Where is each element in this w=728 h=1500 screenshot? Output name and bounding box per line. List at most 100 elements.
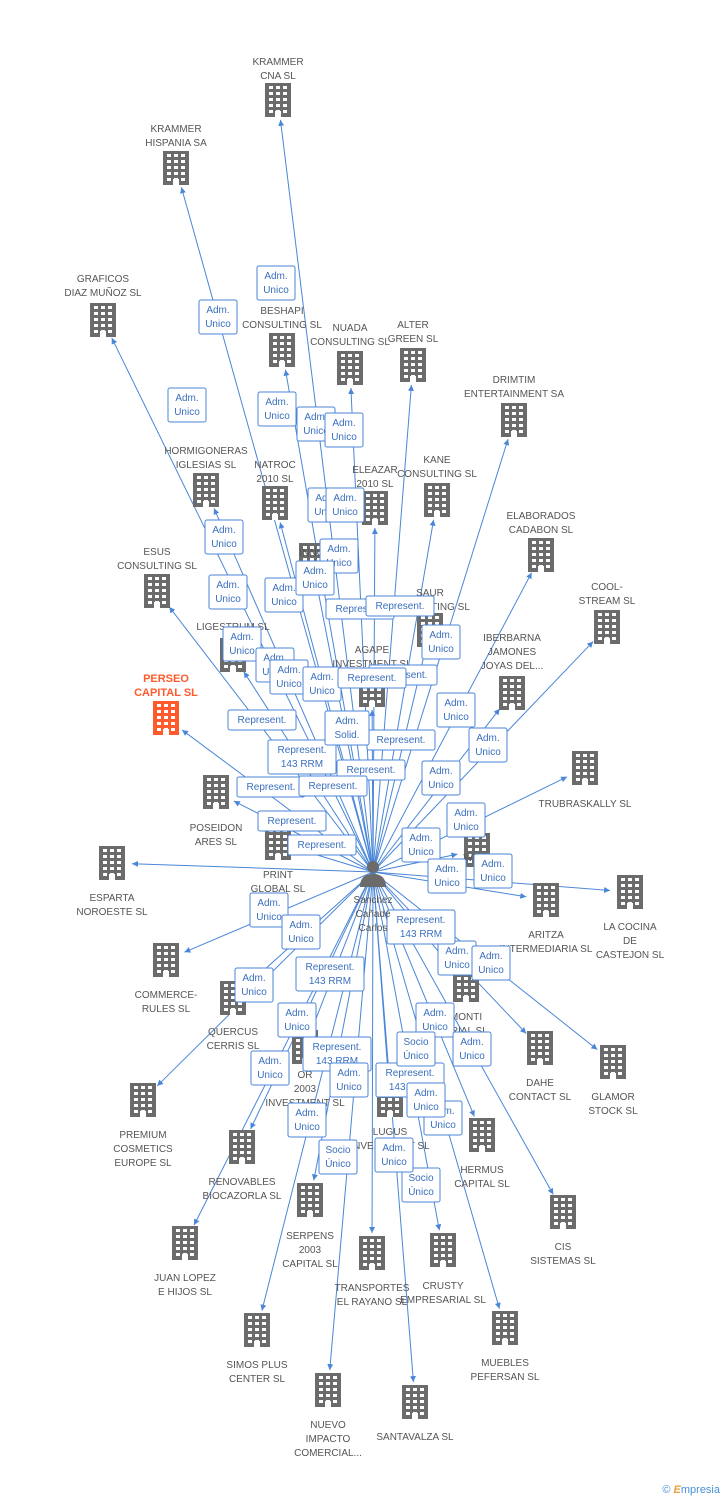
- edge-label[interactable]: Adm.Unico: [324, 412, 364, 448]
- company-icon-beshapi[interactable]: [269, 333, 295, 367]
- edge-label[interactable]: Adm.Unico: [468, 727, 508, 763]
- edge-label[interactable]: Represent.: [337, 667, 407, 689]
- company-icon-natroc[interactable]: [262, 486, 288, 520]
- edge-label[interactable]: Adm.Unico: [234, 967, 274, 1003]
- company-icon-cis[interactable]: [550, 1195, 576, 1229]
- company-icon-alter[interactable]: [400, 348, 426, 382]
- edge-label[interactable]: Adm.Unico: [204, 519, 244, 555]
- edge-label[interactable]: Represent.: [366, 729, 436, 751]
- company-icon-juanlopez[interactable]: [172, 1226, 198, 1260]
- company-icon-coolstream[interactable]: [594, 610, 620, 644]
- edge-label[interactable]: Adm.Unico: [473, 853, 513, 889]
- company-icon-lacocina[interactable]: [617, 875, 643, 909]
- edge-label[interactable]: Adm.Unico: [421, 624, 461, 660]
- edge-label[interactable]: Adm.Unico: [401, 827, 441, 863]
- company-icon-commerce[interactable]: [153, 943, 179, 977]
- edge-label[interactable]: Represent.143 RRM: [386, 909, 456, 945]
- edge-label[interactable]: Adm.Unico: [452, 1031, 492, 1067]
- company-icon-dahe[interactable]: [527, 1031, 553, 1065]
- company-label-coolstream[interactable]: COOL-STREAM SL: [579, 582, 636, 607]
- edge-label[interactable]: Represent.: [365, 595, 435, 617]
- edge-label[interactable]: Adm.Unico: [302, 666, 342, 702]
- company-icon-elaborados[interactable]: [528, 538, 554, 572]
- edge-label[interactable]: Adm.Unico: [256, 265, 296, 301]
- company-icon-transportes[interactable]: [359, 1236, 385, 1270]
- company-icon-serpens[interactable]: [297, 1183, 323, 1217]
- company-icon-premium[interactable]: [130, 1083, 156, 1117]
- edge-label[interactable]: Adm.Unico: [257, 391, 297, 427]
- edge-label[interactable]: Adm.Unico: [436, 692, 476, 728]
- edge-label[interactable]: Adm.Unico: [295, 560, 335, 596]
- company-icon-renovables[interactable]: [229, 1130, 255, 1164]
- edge-label[interactable]: Represent.: [336, 759, 406, 781]
- edge-label[interactable]: Adm.Unico: [198, 299, 238, 335]
- company-icon-perseo[interactable]: [153, 701, 179, 735]
- company-icon-santavalza[interactable]: [402, 1385, 428, 1419]
- company-label-santavalza[interactable]: SANTAVALZA SL: [376, 1432, 454, 1443]
- edge-label[interactable]: Adm.Solid.: [324, 710, 370, 746]
- edge-label[interactable]: Adm.Unico: [167, 387, 207, 423]
- edge-label[interactable]: Adm.Unico: [406, 1082, 446, 1118]
- edge-label[interactable]: Adm.Unico: [277, 1002, 317, 1038]
- company-icon-drimtim[interactable]: [501, 403, 527, 437]
- edge-label[interactable]: Adm.Unico: [208, 574, 248, 610]
- company-icon-krammer-cna[interactable]: [265, 83, 291, 117]
- edge-label[interactable]: Adm.Unico: [287, 1102, 327, 1138]
- edge-label[interactable]: Adm.Unico: [249, 892, 289, 928]
- company-icon-glamor[interactable]: [600, 1045, 626, 1079]
- company-icon-esparta[interactable]: [99, 846, 125, 880]
- company-icon-hermus[interactable]: [469, 1118, 495, 1152]
- company-icon-nuevo[interactable]: [315, 1373, 341, 1407]
- edge-label[interactable]: Adm.Unico: [222, 626, 262, 662]
- company-icon-poseidon[interactable]: [203, 775, 229, 809]
- company-icon-simos[interactable]: [244, 1313, 270, 1347]
- company-icon-iberbarna[interactable]: [499, 676, 525, 710]
- edge-label[interactable]: Adm.Unico: [325, 487, 365, 523]
- company-icon-eleazar[interactable]: [362, 491, 388, 525]
- edge-label[interactable]: Represent.: [236, 776, 306, 798]
- edge-label[interactable]: Represent.: [298, 775, 368, 797]
- company-icon-nuada[interactable]: [337, 351, 363, 385]
- company-icon-muebles[interactable]: [492, 1311, 518, 1345]
- edge-label[interactable]: Represent.: [287, 834, 357, 856]
- company-icon-esus[interactable]: [144, 574, 170, 608]
- company-icon-graficos[interactable]: [90, 303, 116, 337]
- company-icon-aritza[interactable]: [533, 883, 559, 917]
- edge-label[interactable]: Adm.Unico: [437, 940, 477, 976]
- company-label-inno[interactable]: INNO: [300, 548, 325, 559]
